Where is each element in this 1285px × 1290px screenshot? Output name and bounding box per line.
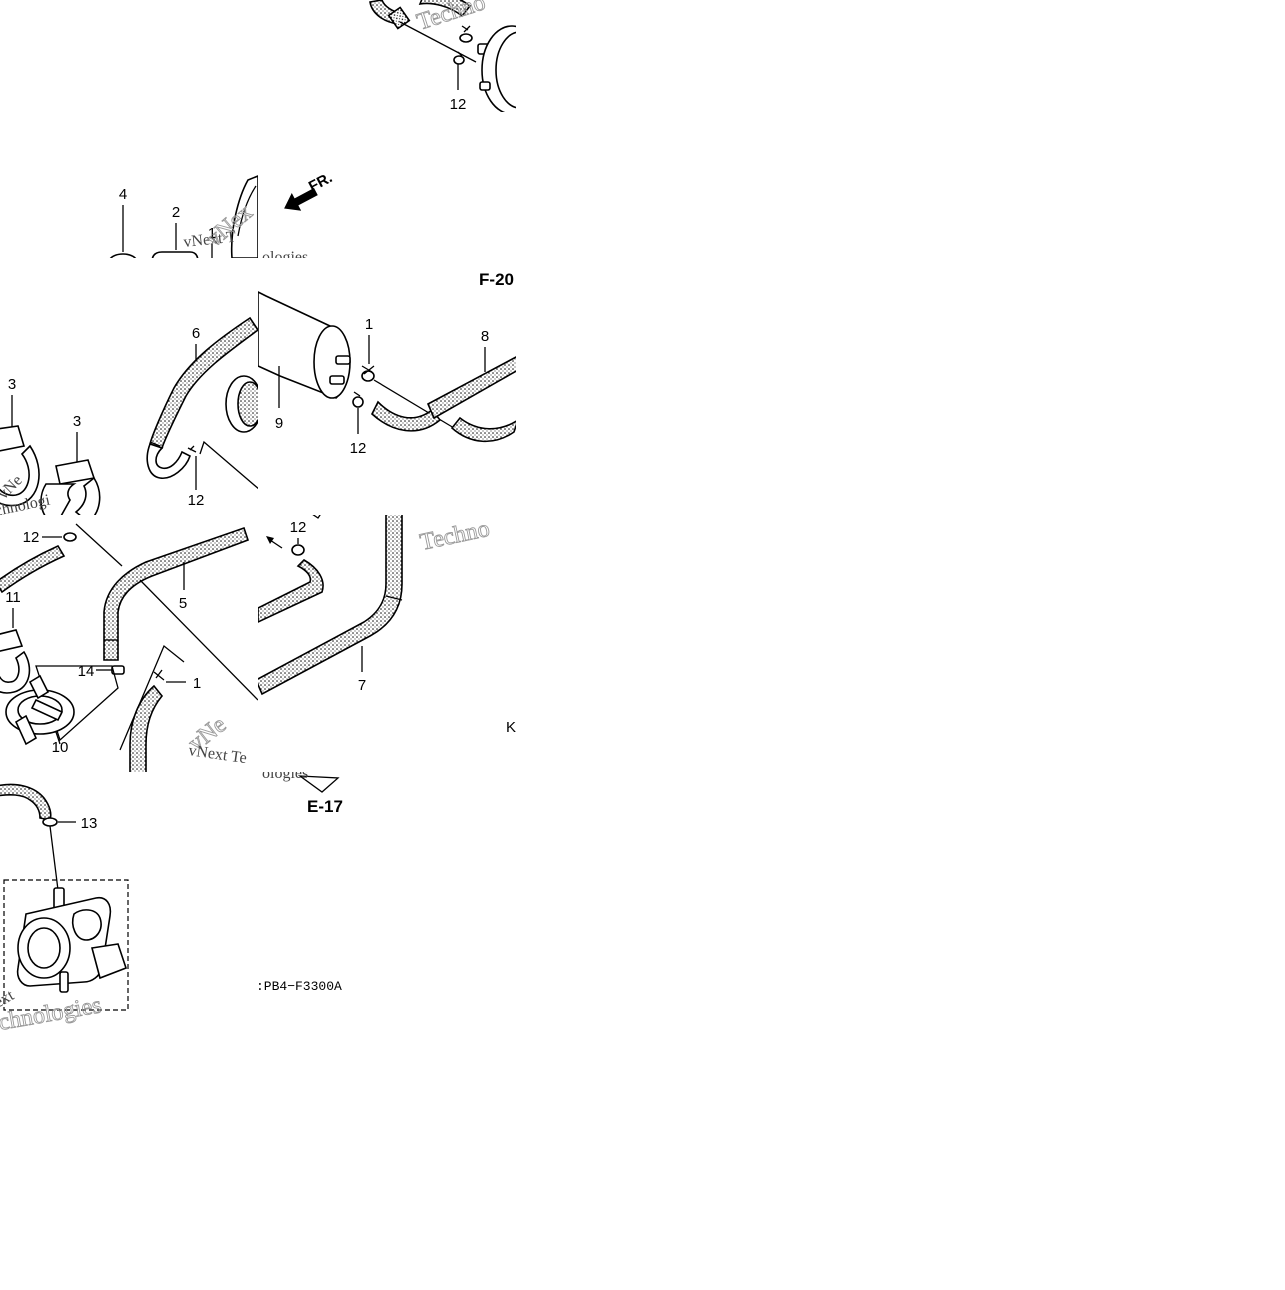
watermark-row5-c: ologies xyxy=(262,765,308,782)
engine-ref-marker xyxy=(297,775,340,793)
tile-row2-left: 4 2 1 vNext T vNex xyxy=(109,175,258,258)
hose-row4-right-short xyxy=(258,559,324,623)
callout-1-row4: 1 xyxy=(193,675,201,692)
callout-11: 11 xyxy=(5,589,21,606)
hose-top-right xyxy=(418,0,472,18)
callout-5: 5 xyxy=(179,595,187,612)
clip-row4-1 xyxy=(153,669,165,681)
grommet-4 xyxy=(109,253,137,258)
canister-top xyxy=(477,25,516,112)
tube-cross-row3 xyxy=(225,375,258,433)
callout-4: 4 xyxy=(119,186,127,203)
guide-line-row3 xyxy=(199,440,258,490)
clamp-band-3-left xyxy=(0,425,40,507)
hose-5 xyxy=(103,526,250,661)
leader-row5 xyxy=(49,825,59,891)
ref-frame-F20: F-20 xyxy=(479,270,514,289)
clamp-13 xyxy=(42,817,58,827)
hose-row5 xyxy=(0,783,52,821)
hose-row4-lower xyxy=(129,684,164,772)
callout-9: 9 xyxy=(275,415,283,432)
callout-3-right: 3 xyxy=(73,413,81,430)
clamp-row3-upper xyxy=(361,365,375,382)
pointer-arrow-row4 xyxy=(269,539,283,549)
watermark-top: Techno xyxy=(414,0,489,36)
callout-8: 8 xyxy=(481,328,489,345)
clamp-band-3-right xyxy=(40,459,101,515)
callout-6: 6 xyxy=(192,325,200,342)
tile-row2-right: FR. ologies xyxy=(262,172,335,266)
tile-row3-right: F-20 9 1 12 8 xyxy=(258,270,516,457)
callout-3-left: 3 xyxy=(8,376,16,393)
bracket-row2 xyxy=(230,175,258,258)
hose-6 xyxy=(146,316,258,479)
clip-14 xyxy=(111,665,125,675)
clamp-row3-lower xyxy=(352,391,364,408)
tile-row4-left: 12 11 5 14 10 xyxy=(0,523,258,772)
callout-12-top: 12 xyxy=(450,96,467,113)
hose-row3-lower xyxy=(450,416,516,443)
clamp-row4-right xyxy=(291,544,305,556)
callout-1-row2: 1 xyxy=(208,225,216,242)
watermark-row4-mid: Techno xyxy=(418,516,492,556)
tile-row4-right: 12 7 K Techno xyxy=(258,515,516,736)
tile-row5-left: 13 ext chnologies xyxy=(0,783,129,1036)
guide-line-row4-a xyxy=(75,523,123,567)
tile-row3-left: 3 3 6 12 vNe chnologi xyxy=(0,316,258,515)
throttle-body xyxy=(16,887,128,993)
hose-7 xyxy=(258,515,403,696)
clamp-band-11 xyxy=(0,629,31,694)
watermark-row2-b: ologies xyxy=(262,249,308,266)
ref-engine-E17: E-17 xyxy=(307,797,343,816)
callout-1-row3: 1 xyxy=(365,316,373,333)
cap-2 xyxy=(151,251,199,258)
callout-12-row4: 12 xyxy=(23,529,40,546)
clamp-row4-12 xyxy=(63,532,77,542)
callout-12-row4-right: 12 xyxy=(290,519,307,536)
watermark-row2-a: vNext T xyxy=(183,229,237,251)
hose-8 xyxy=(426,356,516,420)
tile-row5-right: E-17 ologies :PB4−F3300A xyxy=(256,765,343,994)
hose-row4-left xyxy=(0,544,66,594)
guide-line-row4-b xyxy=(35,665,119,742)
clip-row3 xyxy=(187,445,197,453)
watermark-row5-b: chnologies xyxy=(0,992,103,1036)
hose-row3-short xyxy=(371,400,442,432)
valve-10 xyxy=(5,674,75,746)
detail-box-throttle-body xyxy=(3,879,129,1011)
guide-line-top xyxy=(399,21,477,63)
callout-10: 10 xyxy=(52,739,69,756)
front-direction-arrow xyxy=(284,188,318,211)
callout-12-row3-left: 12 xyxy=(188,492,205,509)
canister-9 xyxy=(258,291,351,399)
callout-13: 13 xyxy=(81,815,98,832)
callout-12-row3-right: 12 xyxy=(350,440,367,457)
tile-top: 12 Techno xyxy=(369,0,516,113)
callout-2: 2 xyxy=(172,204,180,221)
guide-line-row4-d xyxy=(139,579,258,701)
ref-side-K: K xyxy=(506,719,516,736)
callout-7: 7 xyxy=(358,677,366,694)
watermark-row4-b: vNext Te xyxy=(187,742,247,767)
drawing-code: :PB4−F3300A xyxy=(256,979,342,994)
callout-14: 14 xyxy=(78,663,95,680)
